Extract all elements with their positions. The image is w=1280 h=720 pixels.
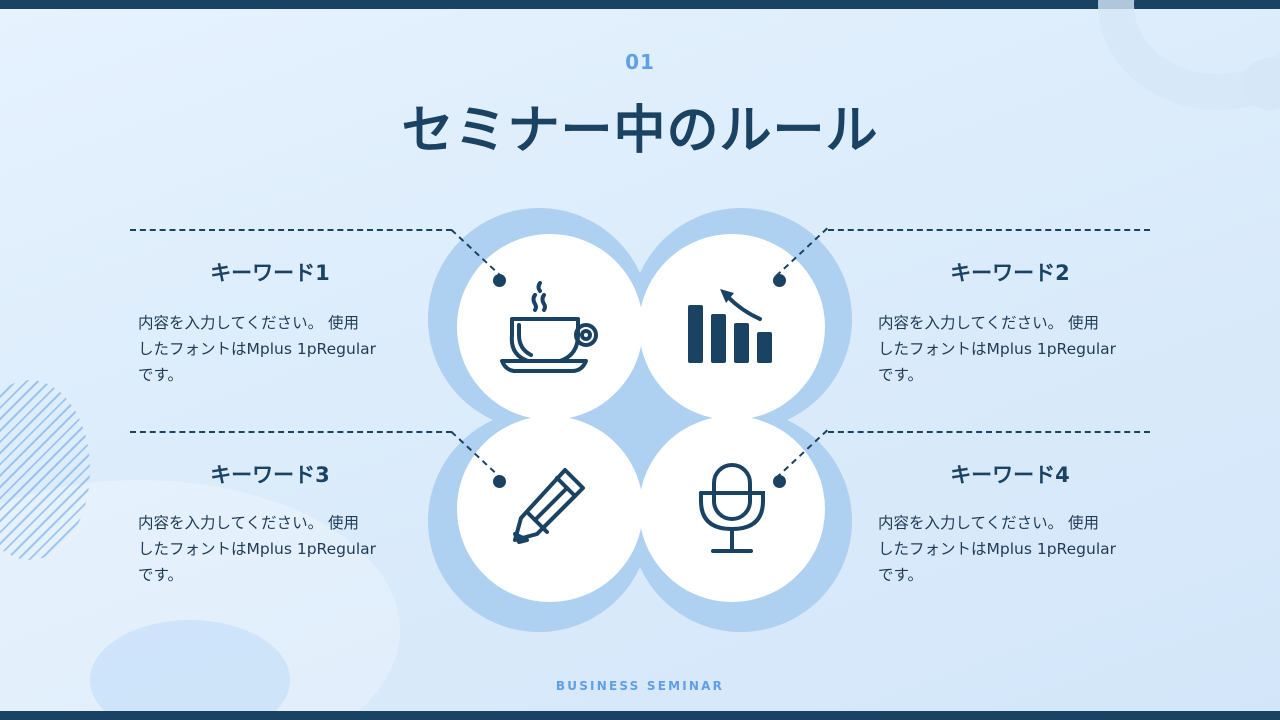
keyword-3-title: キーワード3 xyxy=(210,463,330,487)
pencil-icon xyxy=(513,468,585,544)
keyword-1-line-3: です。 xyxy=(138,366,183,384)
icon-disc-1 xyxy=(457,234,643,420)
connector-node-3 xyxy=(493,475,506,488)
icon-cluster xyxy=(428,208,852,632)
keyword-4-body: 内容を入力してください。 使用 したフォントはMplus 1pRegular で… xyxy=(878,510,1158,588)
keyword-4-line-3: です。 xyxy=(878,566,923,584)
bottom-accent-bar xyxy=(0,711,1280,720)
keyword-1-body: 内容を入力してください。 使用 したフォントはMplus 1pRegular で… xyxy=(138,310,418,388)
bar-chart-decline-icon xyxy=(688,289,772,363)
connector-line-3 xyxy=(130,431,452,433)
keyword-2-line-3: です。 xyxy=(878,366,923,384)
keyword-2-line-1: 内容を入力してください。 使用 xyxy=(878,314,1099,332)
keyword-3-line-3: です。 xyxy=(138,566,183,584)
keyword-1-line-2: したフォントはMplus 1pRegular xyxy=(138,340,376,358)
keyword-3-line-2: したフォントはMplus 1pRegular xyxy=(138,540,376,558)
keyword-2-title: キーワード2 xyxy=(950,261,1070,285)
section-number: 01 xyxy=(625,50,655,74)
icon-disc-3 xyxy=(457,416,643,602)
keyword-4-title: キーワード4 xyxy=(950,463,1070,487)
slide-title: セミナー中のルール xyxy=(401,101,879,161)
keyword-2-body: 内容を入力してください。 使用 したフォントはMplus 1pRegular で… xyxy=(878,310,1158,388)
decorative-blob xyxy=(90,620,290,720)
connector-node-2 xyxy=(773,274,786,287)
connector-line-4 xyxy=(828,431,1150,433)
connector-node-1 xyxy=(493,274,506,287)
connector-line-1 xyxy=(130,229,452,231)
decorative-dot xyxy=(1242,58,1280,110)
connector-node-4 xyxy=(773,475,786,488)
coffee-cup-icon xyxy=(500,281,598,373)
connector-line-2 xyxy=(828,229,1150,231)
footer-label: BUSINESS SEMINAR xyxy=(555,679,725,693)
icon-disc-2 xyxy=(639,234,825,420)
keyword-4-line-1: 内容を入力してください。 使用 xyxy=(878,514,1099,532)
keyword-1-line-1: 内容を入力してください。 使用 xyxy=(138,314,359,332)
microphone-icon xyxy=(699,463,765,553)
icon-disc-4 xyxy=(639,416,825,602)
keyword-4-line-2: したフォントはMplus 1pRegular xyxy=(878,540,1116,558)
keyword-1-title: キーワード1 xyxy=(210,261,330,285)
top-accent-bar xyxy=(0,0,1280,9)
keyword-2-line-2: したフォントはMplus 1pRegular xyxy=(878,340,1116,358)
keyword-3-body: 内容を入力してください。 使用 したフォントはMplus 1pRegular で… xyxy=(138,510,418,588)
keyword-3-line-1: 内容を入力してください。 使用 xyxy=(138,514,359,532)
